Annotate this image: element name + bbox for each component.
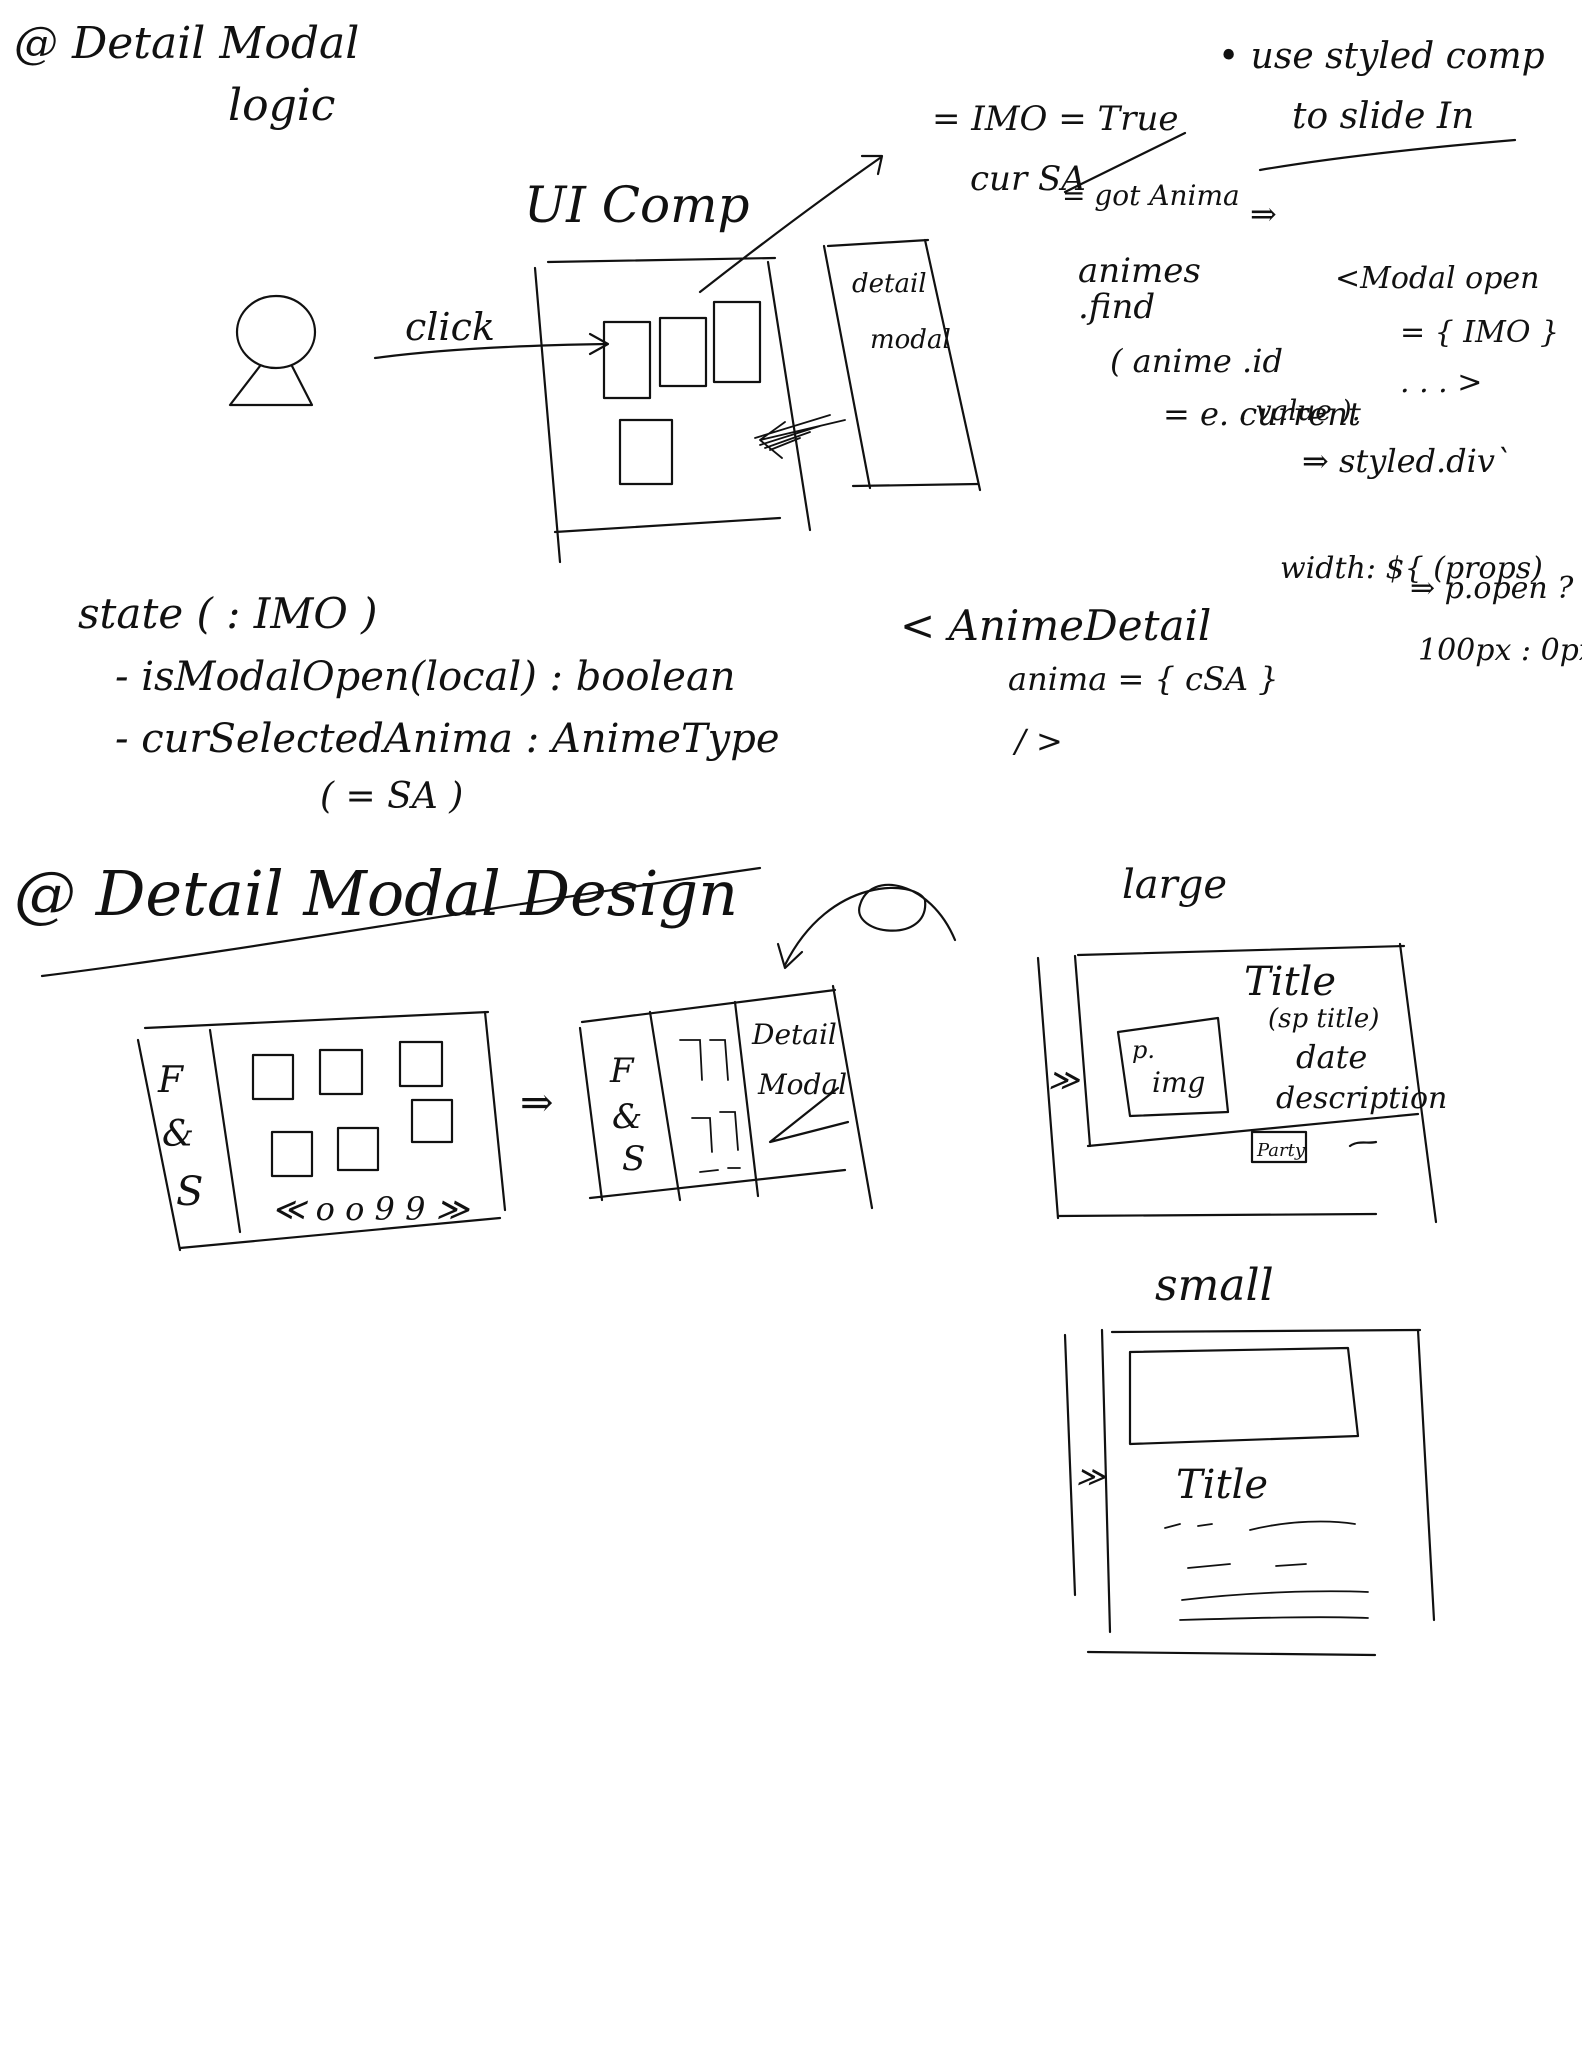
note-e-current: = e. current xyxy=(1163,395,1361,433)
note-dots: . . . > xyxy=(1400,365,1482,400)
design-heading-underline xyxy=(40,866,762,978)
state-item-2b: ( = SA ) xyxy=(320,776,463,817)
user-figure-icon xyxy=(228,294,317,407)
ui-comp-frame xyxy=(533,256,812,564)
list-fs-amp: & xyxy=(162,1114,194,1155)
large-modal-sketch xyxy=(1036,942,1438,1224)
list-fs-f: F xyxy=(157,1060,185,1101)
sk2-modal: Modal xyxy=(757,1068,847,1101)
ui-comp-label: UI Comp xyxy=(524,176,750,234)
click-arrow xyxy=(373,342,608,360)
large-date: date xyxy=(1296,1038,1367,1076)
note-modal-open-val: = { IMO } xyxy=(1400,315,1559,350)
sk2-fs-f: F xyxy=(609,1051,635,1091)
note-anima-csa: anima = { cSA } xyxy=(1008,660,1279,698)
large-label: large xyxy=(1122,862,1227,908)
note-width-props: width: ${ (props) xyxy=(1280,551,1543,586)
list-layout-sketch xyxy=(136,1010,507,1252)
logic-heading-2: logic xyxy=(228,80,335,131)
list-fs-s: S xyxy=(176,1169,203,1215)
sk2-fs-amp: & xyxy=(612,1097,642,1137)
note-p-open: ⇒ p.open ? xyxy=(1410,571,1574,606)
note-modal-open: <Modal open xyxy=(1335,261,1539,296)
small-title: Title xyxy=(1176,1462,1268,1508)
slide-in-arrow xyxy=(754,414,846,459)
sk2-fs-s: S xyxy=(622,1139,645,1179)
design-heading: @ Detail Modal Design xyxy=(14,857,738,930)
detail-modal-label-2: modal xyxy=(870,325,951,355)
state-item-1: - isModalOpen(local) : boolean xyxy=(115,654,736,700)
state-item-2: - curSelectedAnima : AnimeType xyxy=(115,716,780,762)
click-label: click xyxy=(405,305,495,349)
note-got-anima: = got Anima xyxy=(1062,179,1240,212)
list-with-modal-sketch xyxy=(578,984,874,1210)
note-anime-id: ( anime .id xyxy=(1110,342,1283,380)
small-label: small xyxy=(1155,1260,1274,1311)
note-close-tag: / > xyxy=(1012,722,1063,760)
modal-slide-arrow xyxy=(768,1086,850,1144)
detail-modal-panel xyxy=(822,238,982,492)
design-loop-arrow xyxy=(783,883,957,967)
note-find: .find xyxy=(1078,287,1155,327)
logic-heading: @ Detail Modal xyxy=(14,18,359,69)
styled-underline xyxy=(1258,138,1517,172)
note-px-vals: 100px : 0px xyxy=(1418,633,1582,668)
large-img-p: p. xyxy=(1132,1036,1155,1064)
note-animes: animes xyxy=(1078,251,1201,291)
note-use-styled-2: to slide In xyxy=(1292,96,1474,137)
large-button-label: Party xyxy=(1256,1140,1306,1161)
note-styled-div: ⇒ styled.div` xyxy=(1302,442,1511,480)
large-title: Title xyxy=(1244,959,1336,1005)
flow-arrow xyxy=(698,156,882,294)
large-img-text: img xyxy=(1152,1066,1205,1099)
note-anime-detail: < AnimeDetail xyxy=(900,601,1211,650)
detail-modal-label-1: detail xyxy=(852,269,927,299)
sk2-detail: Detail xyxy=(751,1018,837,1051)
large-party-button[interactable] xyxy=(1250,1130,1308,1164)
large-description: description xyxy=(1276,1081,1447,1116)
note-imo-true: = IMO = True xyxy=(932,99,1178,139)
small-modal-sketch xyxy=(1063,1328,1436,1657)
large-chevron[interactable]: ≫ xyxy=(1048,1063,1080,1098)
note-use-styled-1: • use styled comp xyxy=(1218,36,1545,77)
large-dash xyxy=(1348,1140,1378,1148)
large-subtitle: (sp title) xyxy=(1268,1004,1379,1034)
state-title: state ( : IMO ) xyxy=(78,589,378,638)
small-chevron[interactable]: ≫ xyxy=(1076,1460,1106,1493)
note-value: . value ). xyxy=(1238,394,1361,427)
note-arrow: ⇒ xyxy=(1250,195,1277,233)
layout-arrow: ⇒ xyxy=(520,1080,554,1126)
list-pagination: ≪ o o 9 9 ≫ xyxy=(272,1190,471,1228)
